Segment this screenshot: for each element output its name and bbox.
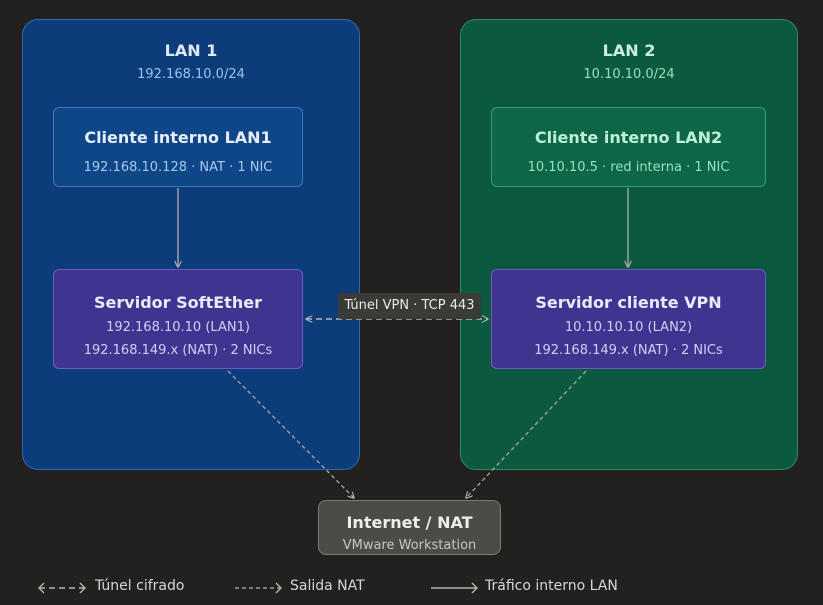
lan1-nat-link bbox=[227, 370, 354, 498]
lan1-zone: LAN 1 192.168.10.0/24 bbox=[22, 19, 360, 470]
legend-tunnel: Túnel cifrado bbox=[38, 578, 198, 598]
lan2-subnet: 10.10.10.0/24 bbox=[583, 67, 675, 82]
lan1-title: LAN 1 bbox=[164, 41, 218, 60]
legend-tunnel-label: Túnel cifrado bbox=[95, 578, 185, 594]
legend-tunnel-line-icon bbox=[38, 582, 86, 594]
vpn-client-server-lan-ip: 10.10.10.10 (LAN2) bbox=[564, 320, 693, 335]
lan2-client-detail: 10.10.10.5 · red interna · 1 NIC bbox=[527, 160, 730, 175]
lan2-client-title: Cliente interno LAN2 bbox=[534, 128, 723, 147]
lan2-zone: LAN 2 10.10.10.0/24 bbox=[460, 19, 798, 470]
lan2-title: LAN 2 bbox=[602, 41, 656, 60]
legend-lan-line-icon bbox=[431, 582, 478, 594]
internet-nat-subtitle: VMware Workstation bbox=[342, 538, 477, 553]
vpn-client-server-title: Servidor cliente VPN bbox=[535, 293, 722, 312]
lan1-subnet: 192.168.10.0/24 bbox=[137, 67, 245, 82]
vpn-client-server-node: Servidor cliente VPN 10.10.10.10 (LAN2) … bbox=[491, 269, 766, 369]
legend-nat: Salida NAT bbox=[234, 578, 374, 598]
softether-server-nat-ip: 192.168.149.x (NAT) · 2 NICs bbox=[83, 343, 273, 358]
lan1-client-title: Cliente interno LAN1 bbox=[84, 128, 272, 147]
legend-lan: Tráfico interno LAN bbox=[430, 578, 640, 598]
legend-lan-label: Tráfico interno LAN bbox=[485, 578, 618, 594]
legend-nat-label: Salida NAT bbox=[290, 578, 365, 594]
internet-nat-node: Internet / NAT VMware Workstation bbox=[318, 500, 501, 555]
vpn-client-server-nat-ip: 192.168.149.x (NAT) · 2 NICs bbox=[534, 343, 723, 358]
softether-server-node: Servidor SoftEther 192.168.10.10 (LAN1) … bbox=[53, 269, 303, 369]
softether-server-title: Servidor SoftEther bbox=[94, 293, 262, 312]
internet-nat-title: Internet / NAT bbox=[346, 513, 473, 532]
lan1-client-node: Cliente interno LAN1 192.168.10.128 · NA… bbox=[53, 107, 303, 187]
vpn-tunnel-label: Túnel VPN · TCP 443 bbox=[338, 293, 481, 319]
legend-nat-line-icon bbox=[235, 582, 282, 594]
lan1-client-detail: 192.168.10.128 · NAT · 1 NIC bbox=[83, 160, 273, 175]
softether-server-lan-ip: 192.168.10.10 (LAN1) bbox=[106, 320, 250, 335]
lan2-client-node: Cliente interno LAN2 10.10.10.5 · red in… bbox=[491, 107, 766, 187]
lan2-nat-link bbox=[466, 370, 587, 498]
